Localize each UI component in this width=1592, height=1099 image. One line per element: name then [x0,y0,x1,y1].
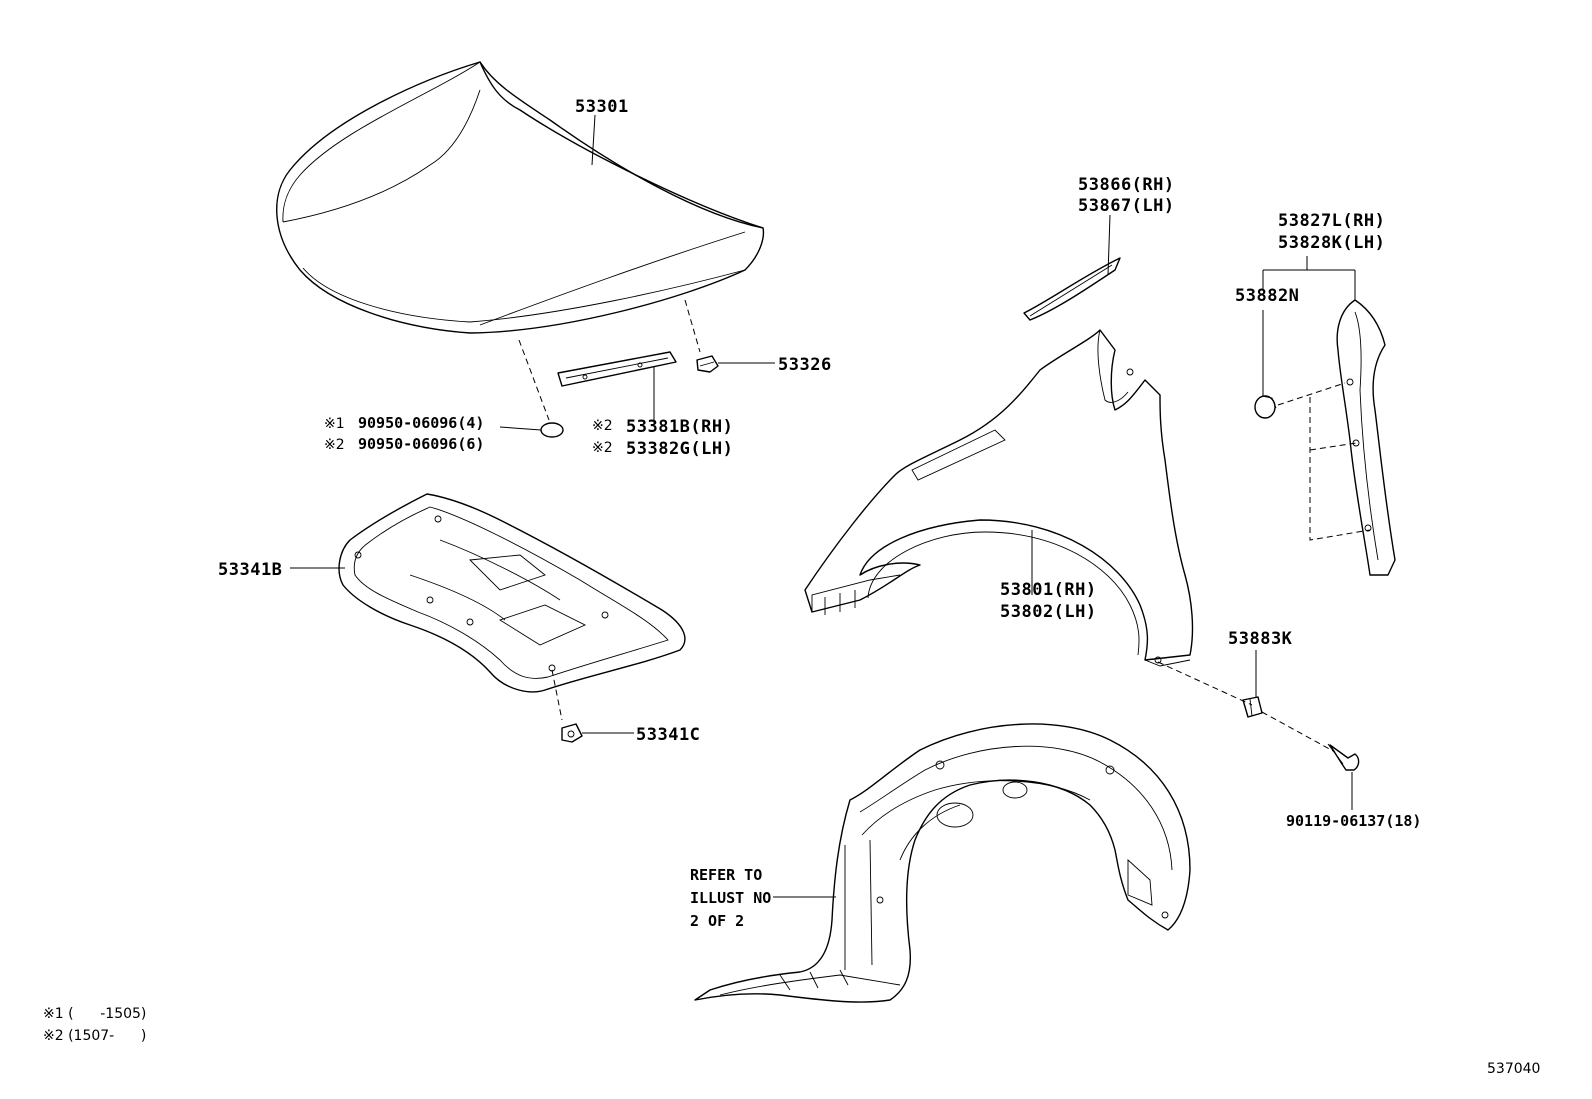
dash-nut-bolt [1261,711,1336,753]
label-53301: 53301 [575,97,629,117]
dash-53882n-2 [1309,397,1371,541]
label-53341c: 53341C [636,725,700,745]
footnote-2: ※2 (1507- ) [43,1028,146,1044]
hood-drawing [276,61,765,334]
refer-line2: ILLUST NO [690,889,771,907]
label-53326: 53326 [778,355,832,375]
molding-drawing [557,351,677,387]
bolt-drawing [1327,743,1360,771]
label-plug-1: 90950-06096(4) [358,414,484,432]
dash-insulator-clip [551,669,563,721]
label-53801: 53801(RH) [1000,580,1097,600]
dash-53882n-1 [1277,382,1346,406]
clip-53882n-drawing [1254,395,1277,419]
fender-trim-drawing [1023,257,1121,321]
cushion-53326-drawing [696,355,719,373]
label-molding-lh: 53382G(LH) [626,439,733,459]
plug-mark-2: ※2 [324,437,345,453]
label-53866: 53866(RH) [1078,175,1175,195]
label-molding-rh: 53381B(RH) [626,417,733,437]
footnote-1: ※1 ( -1505) [43,1006,146,1022]
plug-mark-1: ※1 [324,416,345,432]
label-53828k: 53828K(LH) [1278,233,1385,253]
fender-drawing [804,329,1194,667]
refer-line3: 2 OF 2 [690,912,744,930]
fender-liner-drawing [694,723,1191,1003]
diagram-id: 537040 [1487,1061,1540,1077]
leader-53301 [591,114,596,166]
molding-mark-rh: ※2 [592,418,613,434]
label-53802: 53802(LH) [1000,602,1097,622]
plug-oval-drawing [540,422,564,438]
label-53341b: 53341B [218,560,282,580]
leader-53866 [1107,214,1111,276]
dash-fender-nut [1157,661,1253,706]
dash-hood-cushion [684,299,701,353]
label-bolt: 90119-06137(18) [1286,812,1421,830]
clip-53341c-drawing [561,723,583,743]
label-53882n: 53882N [1235,286,1299,306]
label-53883k: 53883K [1228,629,1293,649]
label-53827l: 53827L(RH) [1278,211,1385,231]
insulator-drawing [338,493,686,693]
molding-mark-lh: ※2 [592,440,613,456]
label-plug-2: 90950-06096(6) [358,435,484,453]
seal-drawing [1336,299,1396,576]
label-53867: 53867(LH) [1078,196,1175,216]
nut-53883k-drawing [1242,696,1263,718]
dash-53882n-3 [1309,442,1357,451]
refer-line1: REFER TO [690,866,762,884]
leader-plug [499,426,542,431]
dash-hood-plug [518,339,550,421]
